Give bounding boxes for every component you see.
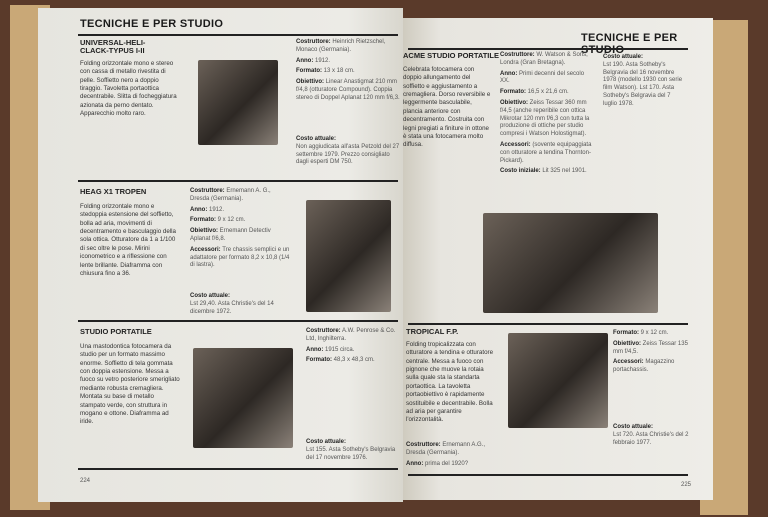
entry-cost: Costo attuale:Non aggiudicata all'asta P… [296,136,400,166]
entry-specs: Costruttore: A.W. Penrose & Co. Ltd, Ing… [306,328,396,364]
entry-title: ACME STUDIO PORTATILE [403,51,499,60]
entry-title: HEAG X1 TROPEN [80,187,147,196]
camera-photo [483,213,658,313]
entry-cost: Costo attuale:Lst 155. Asta Sotheby's Be… [306,439,396,461]
page-number: 224 [80,478,91,484]
entry-specs: Costruttore: Ernemann A. G., Dresda (Ger… [190,188,290,269]
right-page: TECNICHE E PER STUDIO ACME STUDIO PORTAT… [403,18,713,500]
entry-title: UNIVERSAL-HELI-CLACK-TYPUS I-II [80,38,146,56]
camera-photo [508,333,608,428]
entry-specs: Costruttore: Heinrich Rietzschel, Monaco… [296,39,400,101]
entry-description: Una mastodontica fotocamera da studio pe… [80,343,180,426]
right-header: TECNICHE E PER STUDIO [581,32,678,56]
entry-title: STUDIO PORTATILE [80,327,152,336]
page-number: 225 [681,482,692,488]
entry-cost: Costo attuale:Lst 720. Asta Christie's d… [613,424,689,446]
entry-description: Celebrata fotocamera con doppio allungam… [403,66,491,149]
camera-photo [306,200,391,312]
divider [78,34,398,36]
entry-description: Folding orizzontale mono e stereo con ca… [80,60,177,118]
divider [408,48,688,50]
entry-specs: Costruttore: Ernemann A.G., Dresda (Germ… [406,442,486,467]
left-page: TECNICHE E PER STUDIO UNIVERSAL-HELI-CLA… [38,8,403,502]
camera-photo [193,348,293,448]
entry-description: Folding tropicalizzata con otturatore a … [406,341,494,424]
divider [78,320,398,322]
entry-description: Folding orizzontale mono e stedoppia est… [80,203,176,277]
entry-cost: Costo attuale:Lst 29,40. Asta Christie's… [190,293,274,315]
entry-specs: Formato: 9 x 12 cm. Obiettivo: Zeiss Tes… [613,330,688,374]
left-header: TECNICHE E PER STUDIO [80,18,224,30]
divider [78,180,398,182]
entry-specs: Costruttore: W. Watson & Sons, Londra (G… [500,52,592,175]
entry-title: TROPICAL F.P. [406,327,459,336]
divider [408,474,688,476]
entry-cost: Costo attuale:Lst 190. Asta Sotheby's Be… [603,54,683,107]
divider [408,323,688,325]
divider [78,468,398,470]
camera-photo [198,60,278,145]
